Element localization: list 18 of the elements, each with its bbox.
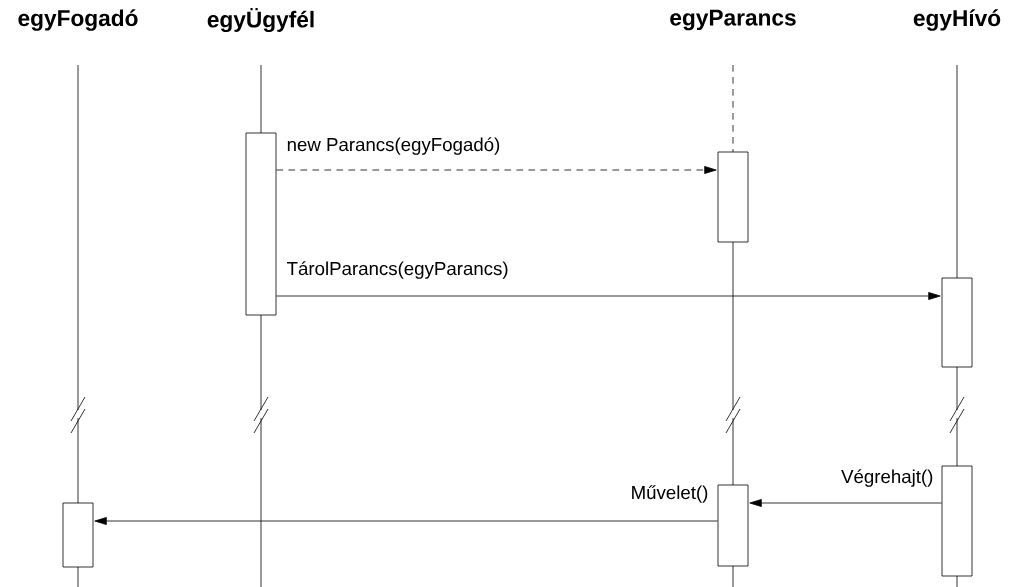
activation-bar	[62, 502, 94, 568]
object-name: egyÜgyfél	[207, 7, 314, 33]
object-name: egyFogadó	[18, 9, 138, 31]
activation-bar	[717, 151, 749, 243]
message-label: Művelet()	[632, 485, 708, 503]
activation-bar	[941, 277, 973, 368]
object-name: egyParancs	[670, 9, 796, 31]
activation-bar	[941, 465, 973, 577]
message-label: TárolParancs(egyParancs)	[287, 261, 508, 279]
activation-bar	[245, 132, 277, 316]
message-arrow	[94, 517, 718, 525]
message-arrow	[276, 166, 717, 174]
message-arrow	[276, 292, 941, 300]
object-name: egyHívó	[913, 9, 1001, 31]
message-label: new Parancs(egyFogadó)	[287, 137, 500, 155]
message-label: Végrehajt()	[841, 469, 933, 487]
activation-bar	[717, 484, 749, 567]
message-arrow	[749, 499, 942, 507]
